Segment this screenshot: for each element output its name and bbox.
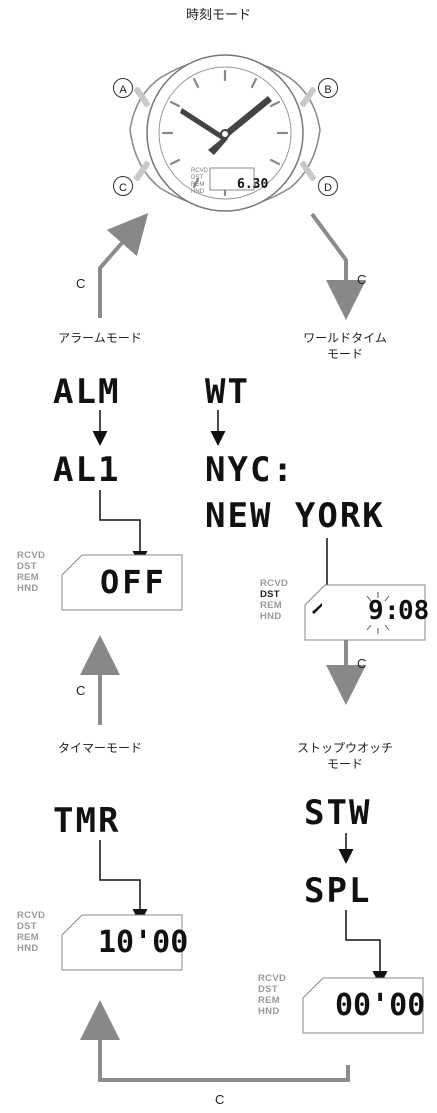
minute-hand <box>225 96 272 137</box>
watch-illustration <box>129 54 321 212</box>
alarm-lcd-frame <box>61 554 183 611</box>
worldtime-lcd-min: 08 <box>398 596 430 626</box>
c-label-bottom: C <box>215 1092 225 1107</box>
stopwatch-indicators: RCVD DST REM HND <box>258 973 287 1017</box>
arrow-time-to-worldtime <box>310 212 366 320</box>
button-b-icon: B <box>318 78 338 98</box>
step-arrow-al1-display <box>99 490 148 566</box>
step-arrow-tmr-display <box>99 840 148 924</box>
button-d-icon: D <box>318 176 338 196</box>
alarm-mode-label: アラームモード <box>58 331 142 345</box>
step-arrow-spl-display <box>345 910 388 986</box>
timer-indicators: RCVD DST REM HND <box>17 910 46 954</box>
c-label-timer: C <box>76 683 86 698</box>
alarm-lcd-value: OFF <box>100 563 167 601</box>
button-c-icon: C <box>113 176 133 196</box>
arrow-alarm-to-time <box>98 212 149 318</box>
stopwatch-mode-label: ストップウオッチ モード <box>296 741 393 771</box>
timer-mode-label: タイマーモード <box>57 741 142 755</box>
worldtime-mode-label: ワールドタイム モード <box>303 331 387 361</box>
alarm-screen-alm: ALM <box>53 372 121 412</box>
watch-indicators: RCVD DST REM HND <box>191 168 209 195</box>
stopwatch-screen-spl: SPL <box>304 871 372 911</box>
c-label-alarm: C <box>76 276 86 291</box>
hour-hand <box>180 108 225 140</box>
alarm-screen-al1: AL1 <box>53 450 121 490</box>
worldtime-screen-nyc: NYC: <box>205 450 295 490</box>
button-a-icon: A <box>113 78 133 98</box>
worldtime-screen-wt: WT <box>205 372 250 412</box>
worldtime-screen-newyork: NEW YORK <box>205 496 385 536</box>
worldtime-indicators: RCVD DST REM HND <box>260 578 289 622</box>
alarm-indicators: RCVD DST REM HND <box>17 550 46 594</box>
c-label-stopwatch: C <box>357 656 367 671</box>
timer-screen-tmr: TMR <box>53 801 121 841</box>
c-label-worldtime: C <box>357 272 367 287</box>
timer-lcd-frame <box>61 914 183 971</box>
stopwatch-lcd-frame <box>302 977 424 1034</box>
worldtime-lcd-frame <box>304 584 426 641</box>
watch-time-display: 6.30 <box>237 177 269 192</box>
arrow-stopwatch-to-timer <box>80 1000 350 1082</box>
stopwatch-lcd-value: 00'00 <box>335 988 426 1023</box>
page-title: 時刻モード <box>185 8 251 23</box>
timer-lcd-value: 10'00 <box>98 925 189 960</box>
stopwatch-screen-stw: STW <box>304 793 372 833</box>
worldtime-lcd-hour: 9 <box>368 596 384 626</box>
worldtime-lcd-colon: : <box>384 596 400 626</box>
